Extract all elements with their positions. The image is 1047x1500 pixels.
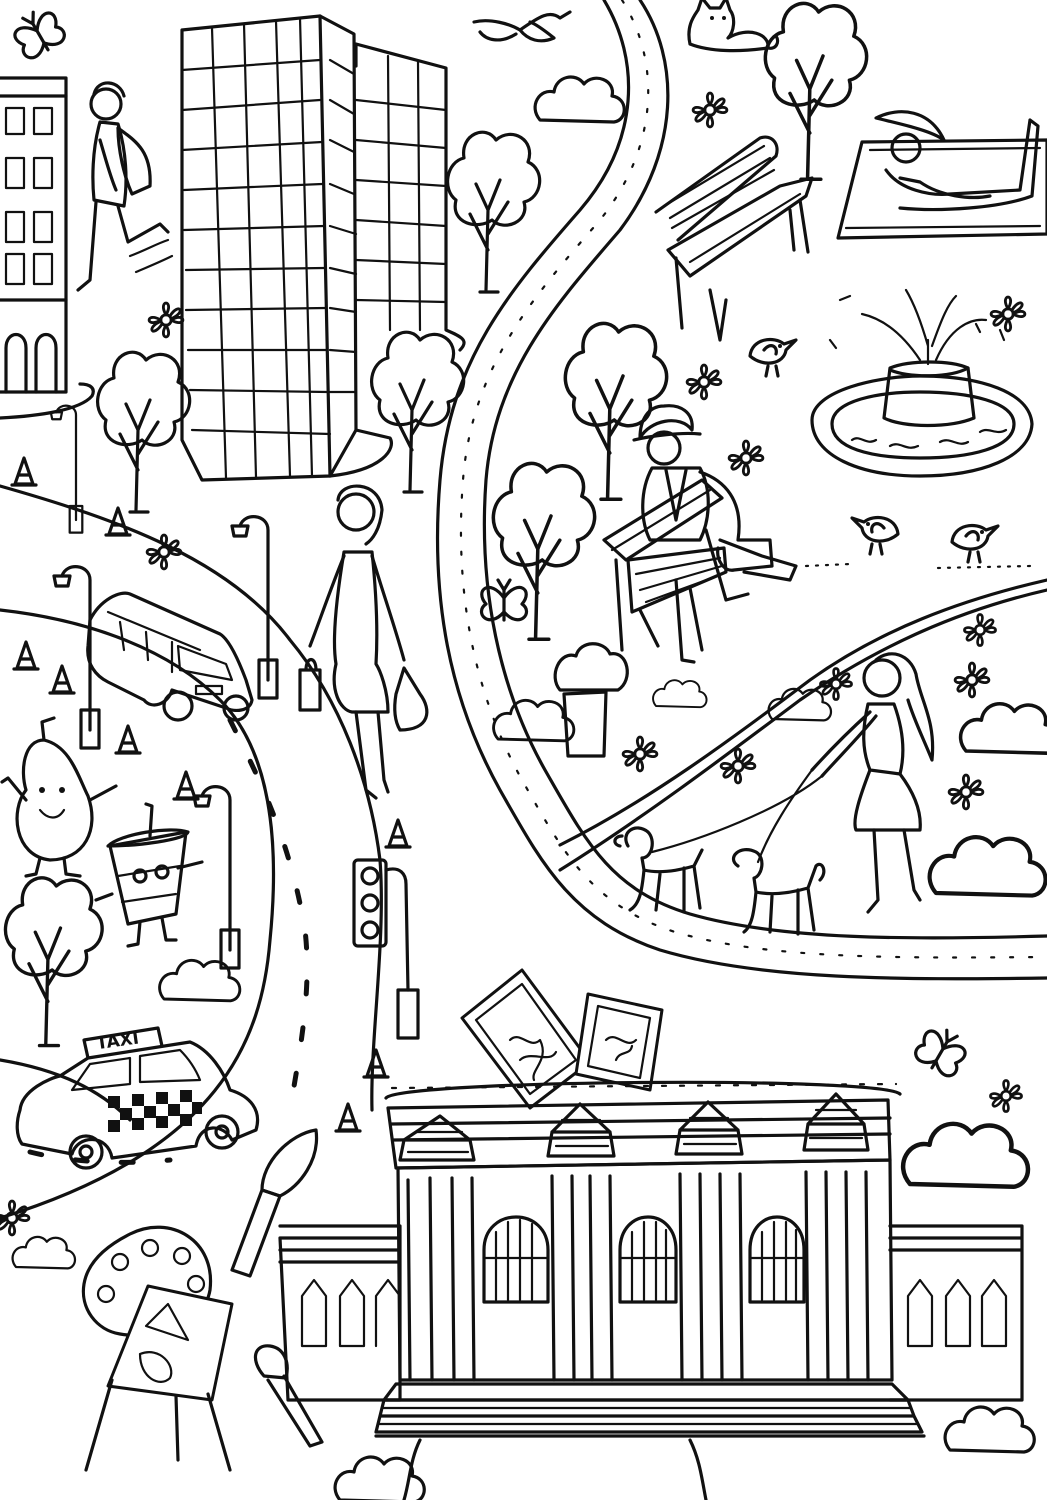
tree-icon — [3, 876, 104, 1048]
easel-icon — [84, 1284, 234, 1472]
fountain-icon — [810, 288, 1034, 478]
flower-icon — [0, 1199, 31, 1237]
traffic-cone-icon — [12, 640, 40, 671]
bush-icon — [652, 679, 708, 709]
traffic-cone-icon — [384, 818, 412, 849]
walking-man-icon — [76, 81, 174, 292]
flower-icon — [147, 301, 185, 339]
picture-frame-icon — [574, 992, 664, 1092]
flower-icon — [989, 295, 1027, 333]
grass-dots — [804, 562, 1032, 570]
girl-walking-dogs-icon — [650, 652, 935, 914]
skyscraper-icon — [180, 14, 466, 482]
flower-icon — [621, 735, 659, 773]
walking-woman-icon — [298, 484, 429, 800]
street-lamp-icon — [230, 515, 279, 700]
park-bench-icon — [654, 135, 814, 342]
bush-icon — [930, 837, 1046, 895]
flower-icon — [953, 661, 991, 699]
bush-icon — [958, 701, 1047, 755]
bird-icon — [472, 10, 572, 43]
flower-icon — [691, 91, 729, 129]
paintbrush-icon — [230, 1128, 319, 1278]
traffic-cone-icon — [10, 456, 38, 487]
bush-icon — [11, 1235, 77, 1270]
tree-icon — [95, 350, 192, 514]
bush-icon — [943, 1405, 1036, 1454]
planter-icon — [553, 642, 629, 758]
traffic-cone-icon — [334, 1102, 362, 1133]
flower-icon — [963, 613, 997, 647]
bird-icon — [748, 337, 798, 378]
bush-icon — [903, 1124, 1028, 1187]
taxi-icon: TAXI — [15, 1026, 260, 1170]
man-on-bench-icon — [602, 404, 798, 664]
checker-pattern — [108, 1090, 202, 1132]
cat-icon — [687, 0, 780, 53]
cup-mascot-icon — [94, 802, 204, 948]
bird-icon — [950, 523, 1000, 564]
traffic-cone-icon — [114, 724, 142, 755]
tree-icon — [445, 130, 542, 294]
limousine-icon — [86, 591, 254, 722]
dog-icon — [731, 848, 826, 936]
bird-icon — [850, 515, 900, 556]
street-lamp-icon — [192, 785, 241, 970]
traffic-cone-icon — [362, 1048, 390, 1079]
tree-icon — [763, 1, 869, 181]
dog-icon — [613, 826, 704, 914]
butterfly-icon — [910, 1020, 974, 1081]
paintbrush-icon — [253, 1344, 324, 1448]
bush-icon — [533, 75, 626, 124]
bush-icon — [492, 698, 576, 743]
traffic-light-icon — [352, 858, 420, 1040]
butterfly-icon — [6, 2, 70, 63]
tree-icon — [369, 330, 466, 494]
picnic-blanket-icon — [836, 110, 1047, 240]
museum-icon — [278, 1080, 1024, 1500]
traffic-cone-icon — [172, 770, 200, 801]
bush-icon — [158, 958, 242, 1003]
flower-icon — [685, 363, 723, 401]
flower-icon — [947, 773, 985, 811]
street-lamp-icon — [49, 404, 84, 534]
street-lamp-icon — [52, 565, 101, 750]
apartment-building-icon — [0, 76, 95, 420]
tree-icon — [491, 461, 597, 641]
pear-mascot-icon — [0, 716, 118, 878]
road — [0, 484, 383, 1220]
flower-icon — [727, 439, 765, 477]
flower-icon — [989, 1079, 1023, 1113]
traffic-cone-icon — [48, 664, 76, 695]
